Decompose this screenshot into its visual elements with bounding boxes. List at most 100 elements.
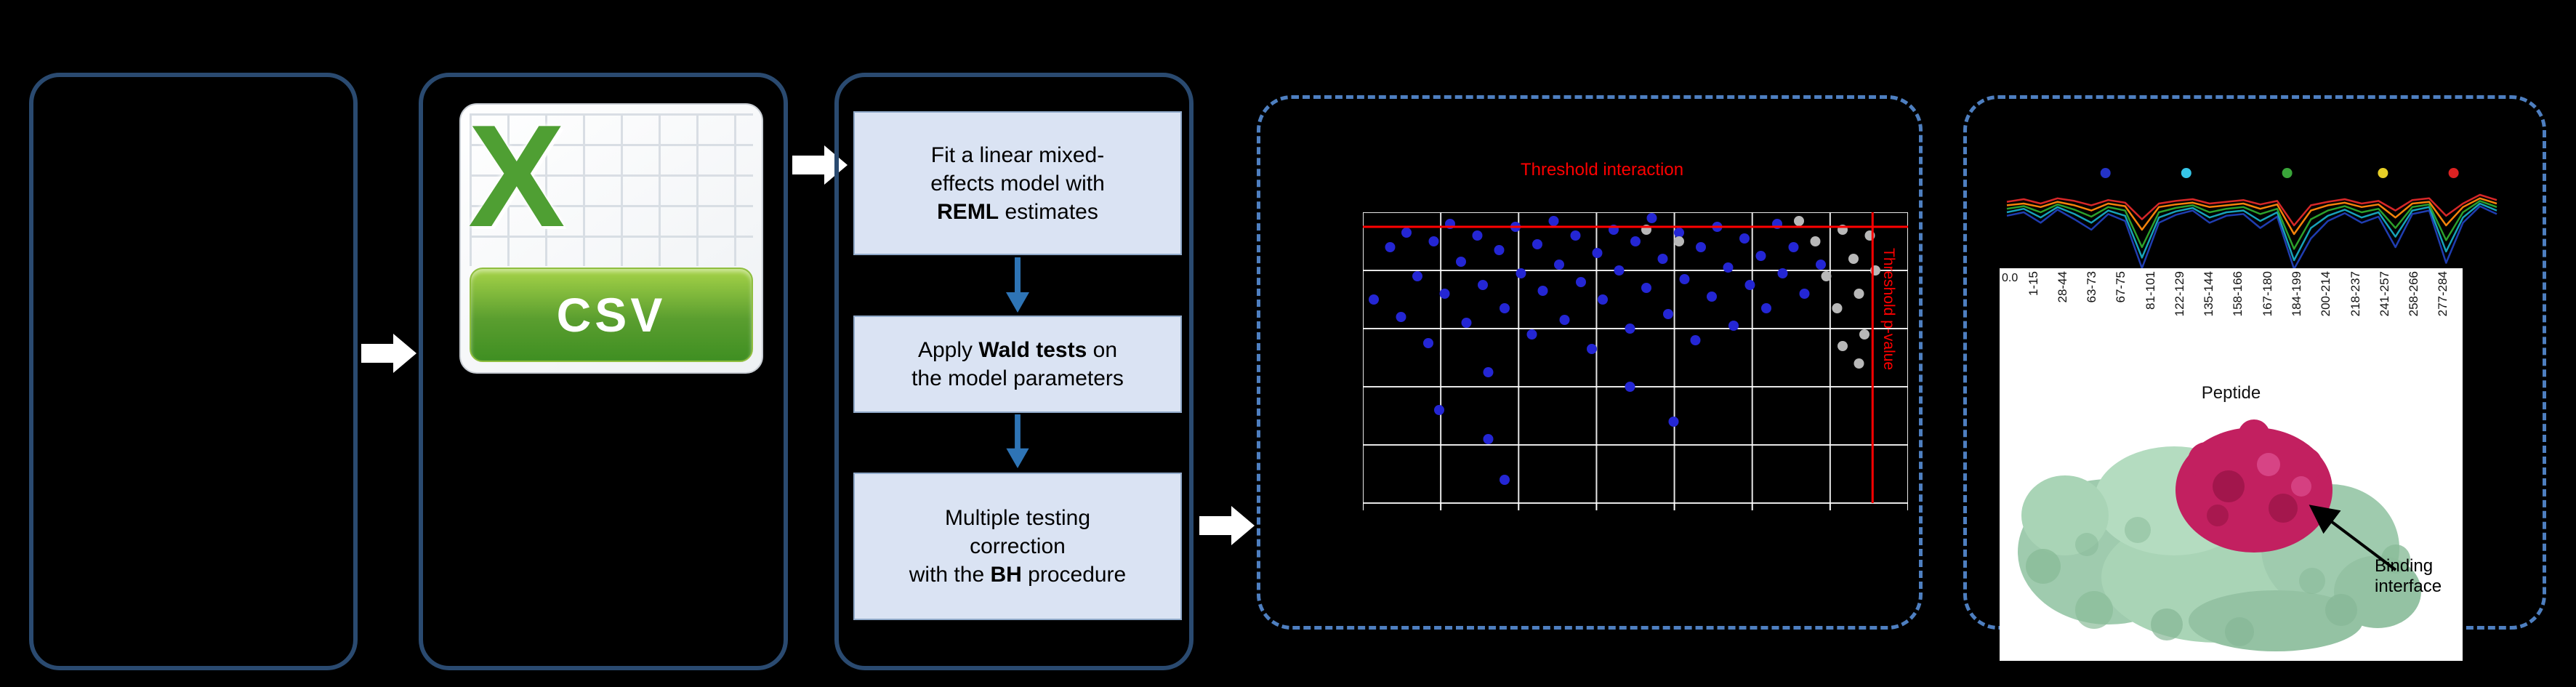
scatter-point-gray-points xyxy=(1853,289,1864,299)
panel-csv-file: X CSV xyxy=(419,73,788,670)
binding-interface-arrow xyxy=(2309,505,2397,571)
peptide-tick: 184-199 xyxy=(2282,271,2311,358)
csv-file-icon: X CSV xyxy=(459,103,763,374)
scatter-point-blue-points xyxy=(1439,289,1450,299)
scatter-point-blue-points xyxy=(1777,268,1788,278)
scatter-point-blue-points xyxy=(1723,262,1734,273)
scatter-point-blue-points xyxy=(1657,254,1668,264)
scatter-point-blue-points xyxy=(1739,233,1750,244)
scatter-point-gray-points xyxy=(1832,303,1843,313)
scatter-point-blue-points xyxy=(1641,283,1651,293)
scatter-point-blue-points xyxy=(1663,309,1673,319)
peptide-tick: 122-129 xyxy=(2165,271,2194,358)
down-arrow-icon xyxy=(1006,257,1029,313)
scatter-point-blue-points xyxy=(1554,260,1564,270)
scatter-point-gray-points xyxy=(1848,254,1859,264)
scatter-point-blue-points xyxy=(1679,274,1690,284)
scatter-point-blue-points xyxy=(1385,242,1396,252)
scatter-point-blue-points xyxy=(1630,236,1641,246)
panel-input xyxy=(29,73,358,670)
scatter-point-blue-points xyxy=(1755,251,1766,261)
peptide-tick-label: 63-73 xyxy=(2085,271,2099,303)
panel-threshold-plot: Threshold interaction Threshold p-value xyxy=(1257,95,1923,630)
right-arrow-icon xyxy=(361,334,416,373)
scatter-point-blue-points xyxy=(1674,228,1684,238)
scatter-point-blue-points xyxy=(1483,434,1494,444)
peptide-tick-label: 135-144 xyxy=(2202,271,2216,317)
scatter-point-blue-points xyxy=(1592,248,1603,258)
scatter-point-blue-points xyxy=(1576,277,1586,287)
peptide-tick-label: 81-101 xyxy=(2143,271,2157,310)
scatter-point-blue-points xyxy=(1761,303,1771,313)
binding-label-line2: interface xyxy=(2375,576,2442,596)
peptide-axis-title: Peptide xyxy=(2201,383,2261,403)
scatter-plot xyxy=(1363,212,1908,510)
peptide-tick: 135-144 xyxy=(2194,271,2223,358)
binding-region-magenta xyxy=(2175,419,2333,553)
threshold-interaction-label: Threshold interaction xyxy=(1520,160,1684,180)
scatter-point-gray-points xyxy=(1794,216,1804,226)
binding-label-line1: Binding xyxy=(2375,556,2434,576)
peptide-tick: 28-44 xyxy=(2048,271,2077,358)
scatter-point-blue-points xyxy=(1369,294,1379,305)
scatter-point-blue-points xyxy=(1816,260,1826,270)
uptake-line-blue xyxy=(2006,205,2497,270)
condition-marker-dot xyxy=(2100,168,2111,178)
scatter-point-blue-points xyxy=(1483,367,1494,377)
peptide-tick-label: 241-257 xyxy=(2377,271,2391,317)
peptide-tick-label: 200-214 xyxy=(2319,271,2333,317)
scatter-point-blue-points xyxy=(1428,236,1439,246)
scatter-point-blue-points xyxy=(1587,344,1597,354)
peptide-tick-label: 28-44 xyxy=(2055,271,2069,303)
protein-structure-image xyxy=(2018,419,2421,651)
scatter-point-blue-points xyxy=(1646,213,1657,223)
peptide-tick: 63-73 xyxy=(2077,271,2106,358)
peptide-tick: 1-15 xyxy=(2018,271,2048,358)
scatter-point-gray-points xyxy=(1859,329,1869,340)
step-fit-model-text: Fit a linear mixed- effects model with R… xyxy=(930,142,1105,224)
scatter-point-blue-points xyxy=(1494,245,1505,255)
scatter-point-gray-points xyxy=(1838,341,1848,351)
scatter-point-blue-points xyxy=(1456,257,1466,267)
peptide-tick: 218-237 xyxy=(2340,271,2370,358)
scatter-point-blue-points xyxy=(1423,338,1433,348)
scatter-point-blue-points xyxy=(1707,292,1717,302)
uptake-line-chart xyxy=(2006,168,2497,270)
peptide-tick-label: 1-15 xyxy=(2026,271,2040,297)
peptide-tick: 241-257 xyxy=(2370,271,2399,358)
scatter-point-blue-points xyxy=(1668,417,1679,427)
uptake-line-orange xyxy=(2006,197,2497,236)
scatter-point-blue-points xyxy=(1570,230,1581,241)
peptide-tick-label: 258-266 xyxy=(2407,271,2421,317)
condition-marker-dot xyxy=(2181,168,2191,178)
binding-interface-label: Binding interface xyxy=(2375,556,2476,596)
scatter-point-blue-points xyxy=(1478,280,1488,290)
scatter-point-blue-points xyxy=(1500,475,1510,485)
scatter-point-blue-points xyxy=(1559,315,1570,325)
scatter-point-blue-points xyxy=(1614,265,1625,276)
right-arrow-icon xyxy=(792,145,848,185)
scatter-point-blue-points xyxy=(1696,242,1706,252)
scatter-point-blue-points xyxy=(1412,271,1422,281)
down-arrow-icon xyxy=(1006,414,1029,469)
scatter-point-blue-points xyxy=(1690,335,1701,345)
uptake-line-green xyxy=(2006,200,2497,250)
scatter-point-blue-points xyxy=(1472,230,1483,241)
step-wald-tests-text: Apply Wald tests on the model parameters xyxy=(911,338,1124,390)
scatter-point-blue-points xyxy=(1799,289,1810,299)
csv-sheet: X CSV xyxy=(459,103,763,374)
peptide-tick-label: 158-166 xyxy=(2231,271,2245,317)
peptide-tick: 258-266 xyxy=(2399,271,2428,358)
peptide-tick: 81-101 xyxy=(2136,271,2165,358)
threshold-side-label: Threshold p-value xyxy=(1880,248,1897,371)
peptide-tick-label: 277-284 xyxy=(2436,271,2450,317)
scatter-point-blue-points xyxy=(1396,312,1406,322)
spreadsheet-grid-icon xyxy=(470,113,753,266)
step-fit-model: Fit a linear mixed- effects model with R… xyxy=(853,111,1182,255)
uptake-line-red xyxy=(2006,193,2497,227)
peptide-tick: 277-284 xyxy=(2428,271,2458,358)
